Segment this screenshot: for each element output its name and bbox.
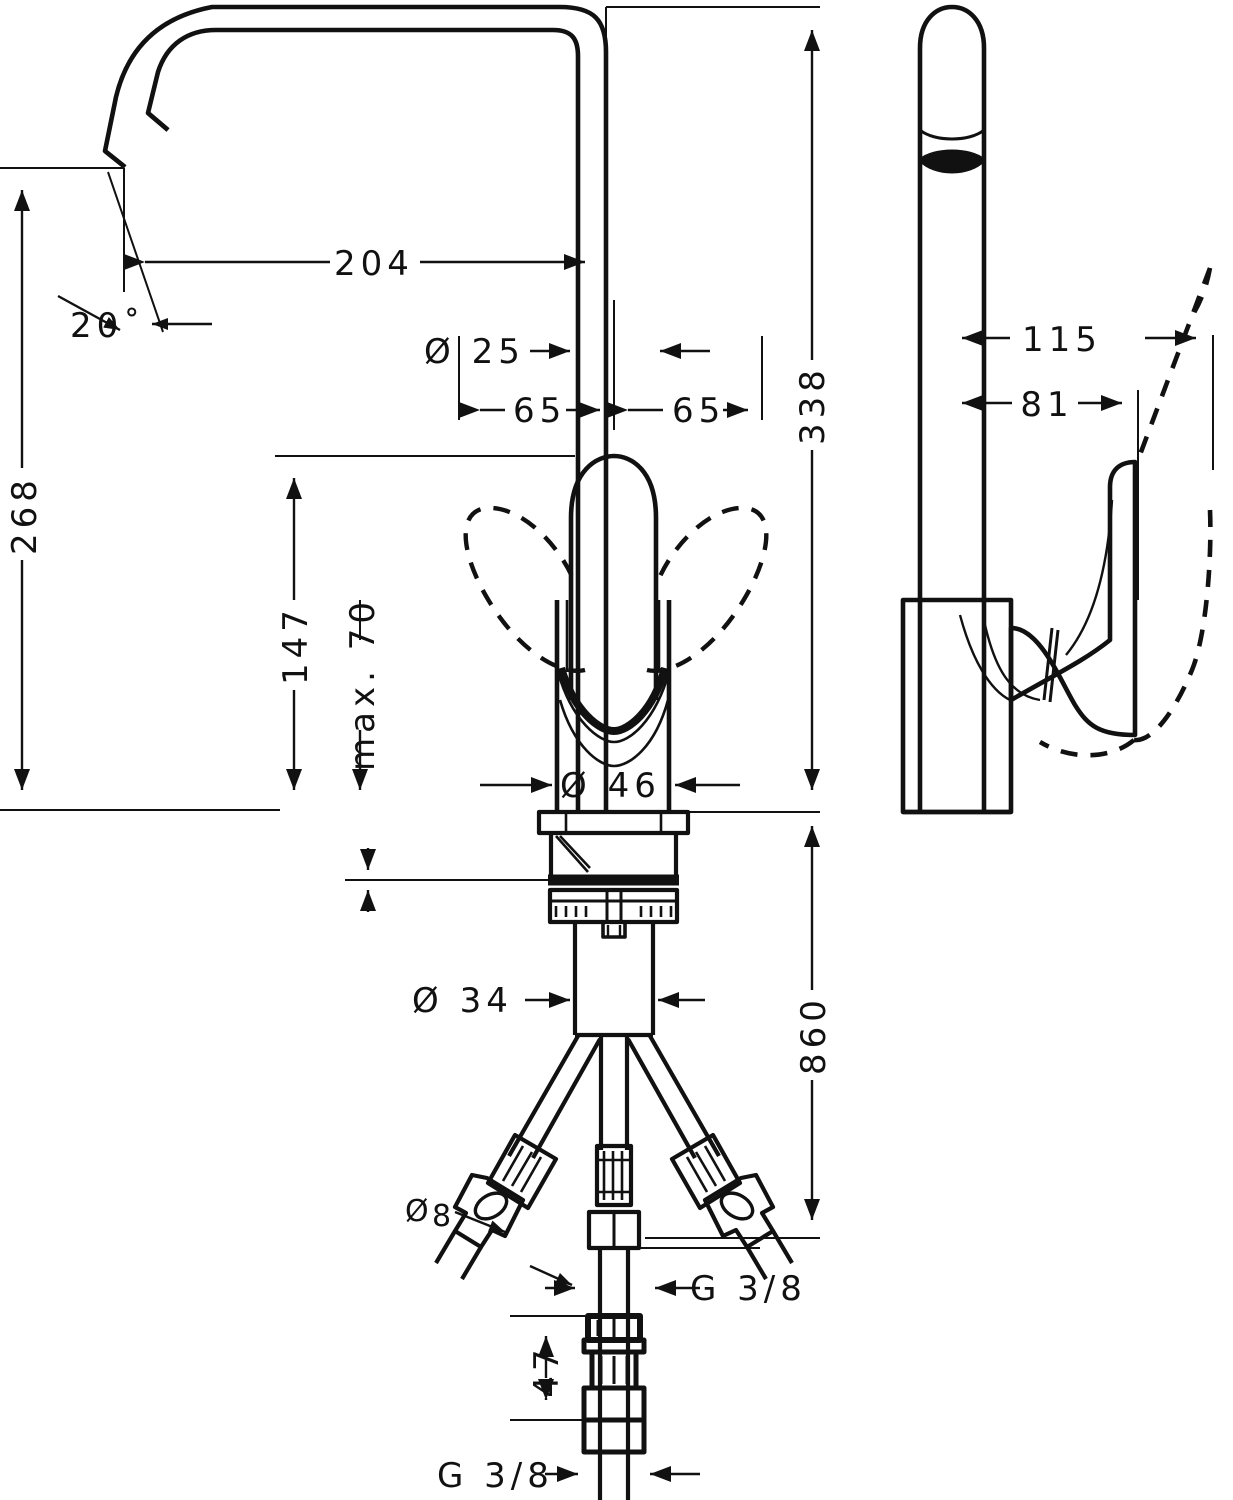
dim-label-338: 338	[793, 365, 833, 445]
dim-860	[645, 811, 820, 1239]
quick-coupling	[581, 1313, 647, 1455]
dim-label-65-right: 65	[672, 391, 725, 431]
dim-label-65-left: 65	[513, 391, 566, 431]
leader-mid-band	[345, 848, 548, 912]
dim-147	[275, 455, 575, 790]
dim-label-d46: Ø 46	[560, 766, 661, 806]
dim-115	[919, 325, 1214, 812]
side-view-spout	[917, 4, 987, 812]
dim-label-d34: Ø 34	[412, 981, 513, 1021]
front-view-spout	[102, 4, 609, 810]
dim-label-268: 268	[5, 475, 45, 555]
dim-label-115: 115	[1022, 320, 1102, 360]
dim-label-47: 47	[527, 1344, 567, 1397]
dim-label-147: 147	[276, 605, 316, 685]
dim-label-g38-lower: G 3/8	[437, 1456, 554, 1496]
dim-label-81: 81	[1020, 385, 1073, 425]
dim-label-d8: 8	[432, 1199, 456, 1234]
dim-268	[0, 167, 280, 811]
dim-label-204: 204	[334, 244, 414, 284]
dim-label-d25: Ø 25	[424, 332, 525, 372]
dim-20deg	[57, 171, 212, 333]
lever-swivel-range	[463, 505, 769, 674]
dim-label-g38-upper: G 3/8	[690, 1269, 807, 1309]
dim-d8	[454, 1210, 506, 1234]
dim-label-860: 860	[794, 995, 834, 1075]
dim-81	[962, 390, 1139, 600]
side-view-body	[900, 459, 1138, 815]
dim-47	[510, 1315, 585, 1421]
side-view-lever-range	[1038, 267, 1213, 758]
dim-65-65	[458, 300, 763, 430]
dim-g38-upper	[529, 1247, 760, 1296]
flexible-hoses	[434, 1034, 794, 1500]
base-assembly	[536, 809, 691, 1038]
dim-204	[123, 7, 607, 292]
dim-label-d8-sym: Ø	[405, 1194, 434, 1229]
dim-label-20deg: 20˚	[70, 306, 145, 346]
mixer-body	[554, 453, 672, 812]
dim-label-max70: max. 70	[343, 597, 383, 771]
